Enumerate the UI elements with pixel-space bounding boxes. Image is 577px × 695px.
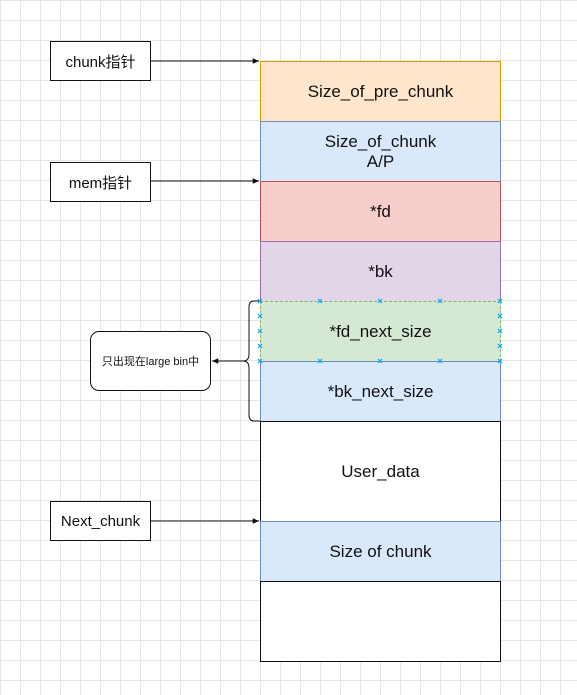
bk-cell[interactable]: *bk <box>260 241 501 302</box>
size-of-chunk-label: Size_of_chunk <box>324 131 437 151</box>
bk-label: *bk <box>368 261 393 281</box>
fd-next-size-label: *fd_next_size <box>329 321 432 341</box>
next-chunk-body-cell[interactable] <box>260 581 501 662</box>
flags-label: A/P <box>366 151 395 171</box>
large-bin-note[interactable]: 只出现在large bin中 <box>90 331 211 391</box>
next-size-of-chunk-label: Size of chunk <box>329 541 432 561</box>
next-chunk-pointer-label[interactable]: Next_chunk <box>50 501 151 541</box>
size-of-chunk-cell[interactable]: Size_of_chunk A/P <box>260 121 501 182</box>
next-size-of-chunk-cell[interactable]: Size of chunk <box>260 521 501 582</box>
size-of-pre-chunk-label: Size_of_pre_chunk <box>307 81 454 101</box>
user-data-label: User_data <box>341 461 420 481</box>
size-of-pre-chunk-cell[interactable]: Size_of_pre_chunk <box>260 61 501 122</box>
mem-pointer-text: mem指针 <box>68 174 133 192</box>
selection-handles[interactable] <box>257 298 503 364</box>
fd-label: *fd <box>370 201 391 221</box>
chunk-pointer-text: chunk指针 <box>65 53 136 71</box>
mem-pointer-label[interactable]: mem指针 <box>50 162 151 202</box>
user-data-cell[interactable]: User_data <box>260 421 501 522</box>
bk-next-size-label: *bk_next_size <box>327 381 434 401</box>
large-bin-brace[interactable] <box>242 300 260 422</box>
next-chunk-pointer-text: Next_chunk <box>60 512 141 530</box>
chunk-pointer-label[interactable]: chunk指针 <box>50 41 151 81</box>
bk-next-size-cell[interactable]: *bk_next_size <box>260 361 501 422</box>
large-bin-note-text: 只出现在large bin中 <box>101 356 200 368</box>
